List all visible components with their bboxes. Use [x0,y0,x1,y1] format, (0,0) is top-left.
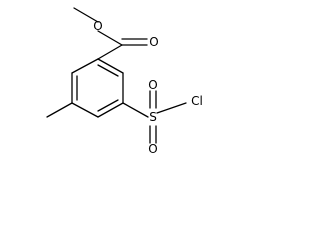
chemical-structure-diagram: O O S O O Cl [46,7,203,156]
sulfonyl-oxygen-bottom-label: O [148,142,157,156]
methyl-bond [46,102,73,118]
benzene-ring [71,58,124,118]
ring-to-sulfur-bond [122,102,149,118]
sulfonyl-oxygen-top-label: O [148,78,157,92]
sulfur-label: S [149,110,157,124]
carbonyl-oxygen-label: O [149,35,158,49]
sulfonyl-chloride-group [122,90,187,144]
ester-oxygen-label: O [93,19,102,33]
ring-double-bond-bottom [97,99,119,112]
atom-labels: O O S O O Cl [93,19,203,156]
ring-bond-c6-c1 [71,58,99,74]
ring-double-bond-top [97,64,119,77]
ring-bond-c1-c2 [97,58,124,74]
methyl-ester-group [73,7,148,60]
ester-oxygen-to-methyl-bond [73,7,99,23]
carbonyl-to-ester-oxygen-bond [97,30,123,46]
chlorine-label: Cl [191,94,203,108]
ring-to-carbonyl-bond [97,44,123,60]
ring-bond-c3-c4 [97,102,124,118]
sulfur-to-chlorine-bond [156,102,187,114]
ring-bond-c4-c5 [71,102,99,118]
